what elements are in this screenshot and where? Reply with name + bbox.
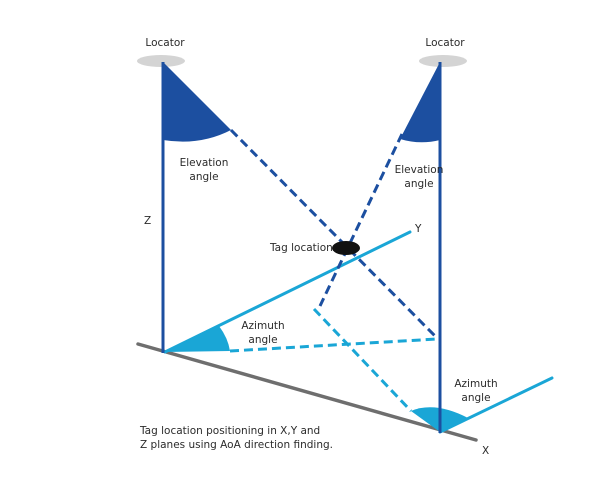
dashed-left-direction <box>229 128 439 340</box>
azimuth-wedge-left <box>165 326 230 352</box>
elevation-right-label-line2: angle <box>404 178 433 190</box>
azimuth-left-label-line2: angle <box>248 334 277 346</box>
azimuth-right-label-line2: angle <box>461 392 490 404</box>
locator-right-label: Locator <box>425 37 465 49</box>
locator-left-disc <box>137 55 185 67</box>
caption-line2: Z planes using AoA direction finding. <box>140 439 333 451</box>
axis-y-label: Y <box>414 223 422 235</box>
azimuth-right-label-line1: Azimuth <box>454 378 497 390</box>
elevation-left-label-line1: Elevation <box>180 157 229 169</box>
tag-location-label: Tag location <box>269 242 333 254</box>
tag-marker <box>332 241 360 255</box>
elevation-wedge-right <box>400 62 440 143</box>
axis-z-label: Z <box>144 215 151 227</box>
right-azimuth-ref-line <box>438 376 554 434</box>
elevation-wedge-left <box>163 62 231 142</box>
x-axis-line <box>136 342 478 442</box>
y-axis-line <box>163 230 412 354</box>
dashed-right-azimuth <box>312 307 413 413</box>
locator-left-label: Locator <box>145 37 185 49</box>
dashed-left-azimuth <box>229 337 438 353</box>
locator-right-disc <box>419 55 467 67</box>
dashed-right-direction <box>318 133 404 307</box>
elevation-right-label-line1: Elevation <box>395 164 444 176</box>
caption-line1: Tag location positioning in X,Y and <box>139 425 320 437</box>
azimuth-left-label-line1: Azimuth <box>241 320 284 332</box>
axis-x-label: X <box>482 445 489 457</box>
elevation-left-label-line2: angle <box>189 171 218 183</box>
